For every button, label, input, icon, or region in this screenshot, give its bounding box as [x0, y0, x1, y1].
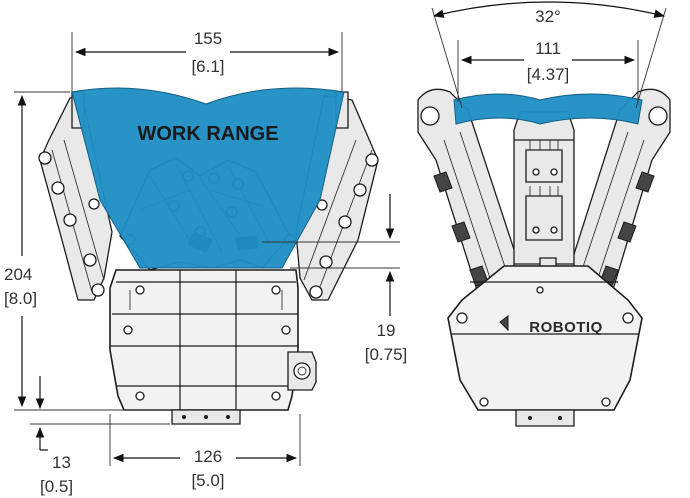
side-view: ROBOTIQ [417, 88, 671, 427]
dim-155-mm: 155 [194, 29, 222, 48]
dim-32-label: 32° [535, 7, 561, 26]
side-center-column [513, 111, 575, 269]
dim-19-in: [0.75] [365, 345, 408, 364]
robotiq-logo-icon [499, 315, 509, 332]
front-view: WORK RANGE [38, 87, 379, 425]
dimension-204: 204 [8.0] [4, 91, 170, 411]
dim-126-in: [5.0] [191, 471, 224, 490]
brand-logo-text: ROBOTIQ [529, 319, 603, 336]
dim-126-mm: 126 [194, 447, 222, 466]
gripper-body-front [109, 269, 317, 425]
dimension-13: 13 [0.5] [30, 376, 170, 496]
dim-13-in: [0.5] [40, 477, 73, 496]
work-range-area [71, 87, 345, 269]
dimension-155: 155 [6.1] [71, 29, 343, 92]
dim-111-in: [4.37] [527, 65, 570, 84]
dim-111-mm: 111 [535, 39, 561, 58]
gripper-body-side: ROBOTIQ [447, 265, 643, 427]
dim-19-mm: 19 [377, 321, 396, 340]
dimension-111: 111 [4.37] [457, 39, 639, 102]
dimension-32-deg: 32° [431, 1, 667, 109]
dim-204-mm: 204 [4, 265, 32, 284]
dim-204-in: [8.0] [4, 289, 37, 308]
dim-13-mm: 13 [52, 453, 71, 472]
dim-155-in: [6.1] [191, 57, 224, 76]
side-work-range-band [453, 93, 643, 125]
work-range-label: WORK RANGE [137, 123, 278, 145]
dimension-19: 19 [0.75] [262, 194, 407, 364]
dimension-126: 126 [5.0] [109, 414, 301, 490]
